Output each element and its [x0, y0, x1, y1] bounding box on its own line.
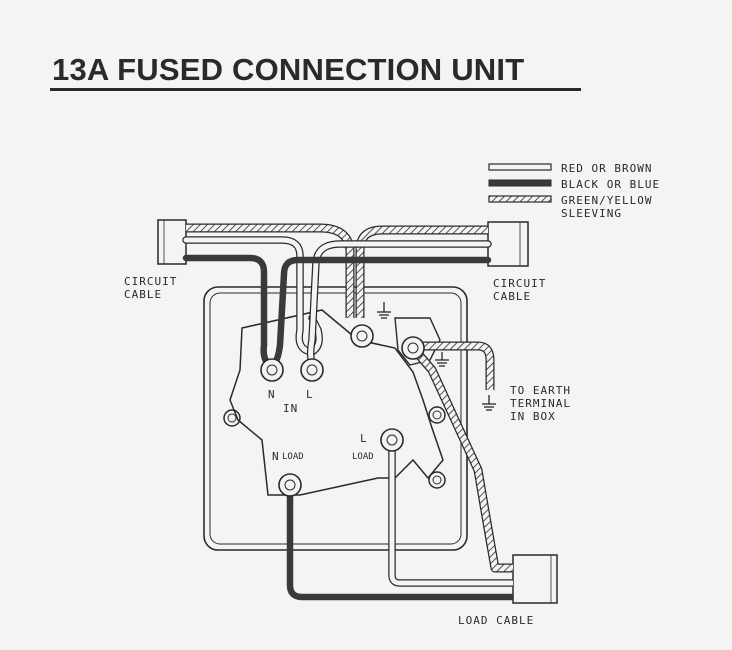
label-load-cable: LOAD CABLE: [458, 614, 534, 627]
label-earth-terminal-2: TERMINAL: [510, 397, 571, 410]
load-cable-sheath: [512, 554, 558, 604]
terminal-l-load: [380, 428, 404, 452]
label-n-load-load: LOAD: [282, 452, 304, 462]
legend-swatch-green-yellow: [488, 195, 552, 203]
page-title: 13A FUSED CONNECTION UNIT: [52, 52, 525, 87]
legend: RED OR BROWN BLACK OR BLUE GREEN/YELLOW …: [488, 162, 660, 220]
earth-sleeve-load: [409, 345, 513, 573]
legend-black-blue: BLACK OR BLUE: [561, 178, 660, 191]
faceplate-inner: [209, 292, 462, 545]
earth-icon-box: [482, 395, 496, 411]
screw-right-lower-inner: [432, 475, 442, 485]
label-earth-terminal-3: IN BOX: [510, 410, 556, 423]
screw-right-upper: [428, 406, 446, 424]
label-n-load-n: N: [272, 450, 280, 463]
screw-right-upper-inner: [432, 410, 442, 420]
screw-left-inner: [227, 413, 237, 423]
legend-sleeving: SLEEVING: [561, 207, 622, 220]
label-terminal-in: IN: [283, 402, 298, 415]
label-l-load-l: L: [360, 432, 368, 445]
terminal-body: [229, 309, 444, 496]
terminal-earth-out: [401, 336, 425, 360]
label-circuit-cable-right-2: CABLE: [493, 290, 531, 303]
label-terminal-l: L: [306, 388, 314, 401]
label-circuit-cable-left-2: CABLE: [124, 288, 162, 301]
legend-green-yellow: GREEN/YELLOW: [561, 194, 652, 207]
terminal-l-in: [300, 358, 324, 382]
label-circuit-cable-left: CIRCUIT: [124, 275, 177, 288]
label-terminal-n: N: [268, 388, 276, 401]
neutral-wire-load: [286, 485, 513, 601]
label-l-load-load: LOAD: [352, 452, 374, 462]
earth-icon-lug: [435, 352, 449, 367]
screw-left: [223, 409, 241, 427]
terminal-body-earth-lug: [394, 317, 441, 366]
legend-swatch-red-brown: [488, 163, 552, 171]
circuit-cable-left-sheath: [157, 219, 187, 265]
circuit-cable-right-sheath: [487, 221, 529, 267]
terminal-earth-in: [350, 324, 374, 348]
label-circuit-cable-right: CIRCUIT: [493, 277, 546, 290]
terminal-n-load: [278, 473, 302, 497]
screw-right-lower: [428, 471, 446, 489]
neutral-wire-left: [182, 254, 276, 370]
label-earth-terminal: TO EARTH: [510, 384, 571, 397]
back-box-outline: [203, 286, 468, 551]
legend-swatch-black-blue: [488, 179, 552, 187]
terminal-n-in: [260, 358, 284, 382]
legend-red-brown: RED OR BROWN: [561, 162, 652, 175]
earth-icon-terminal: [377, 302, 391, 319]
title-underline: [50, 88, 581, 91]
